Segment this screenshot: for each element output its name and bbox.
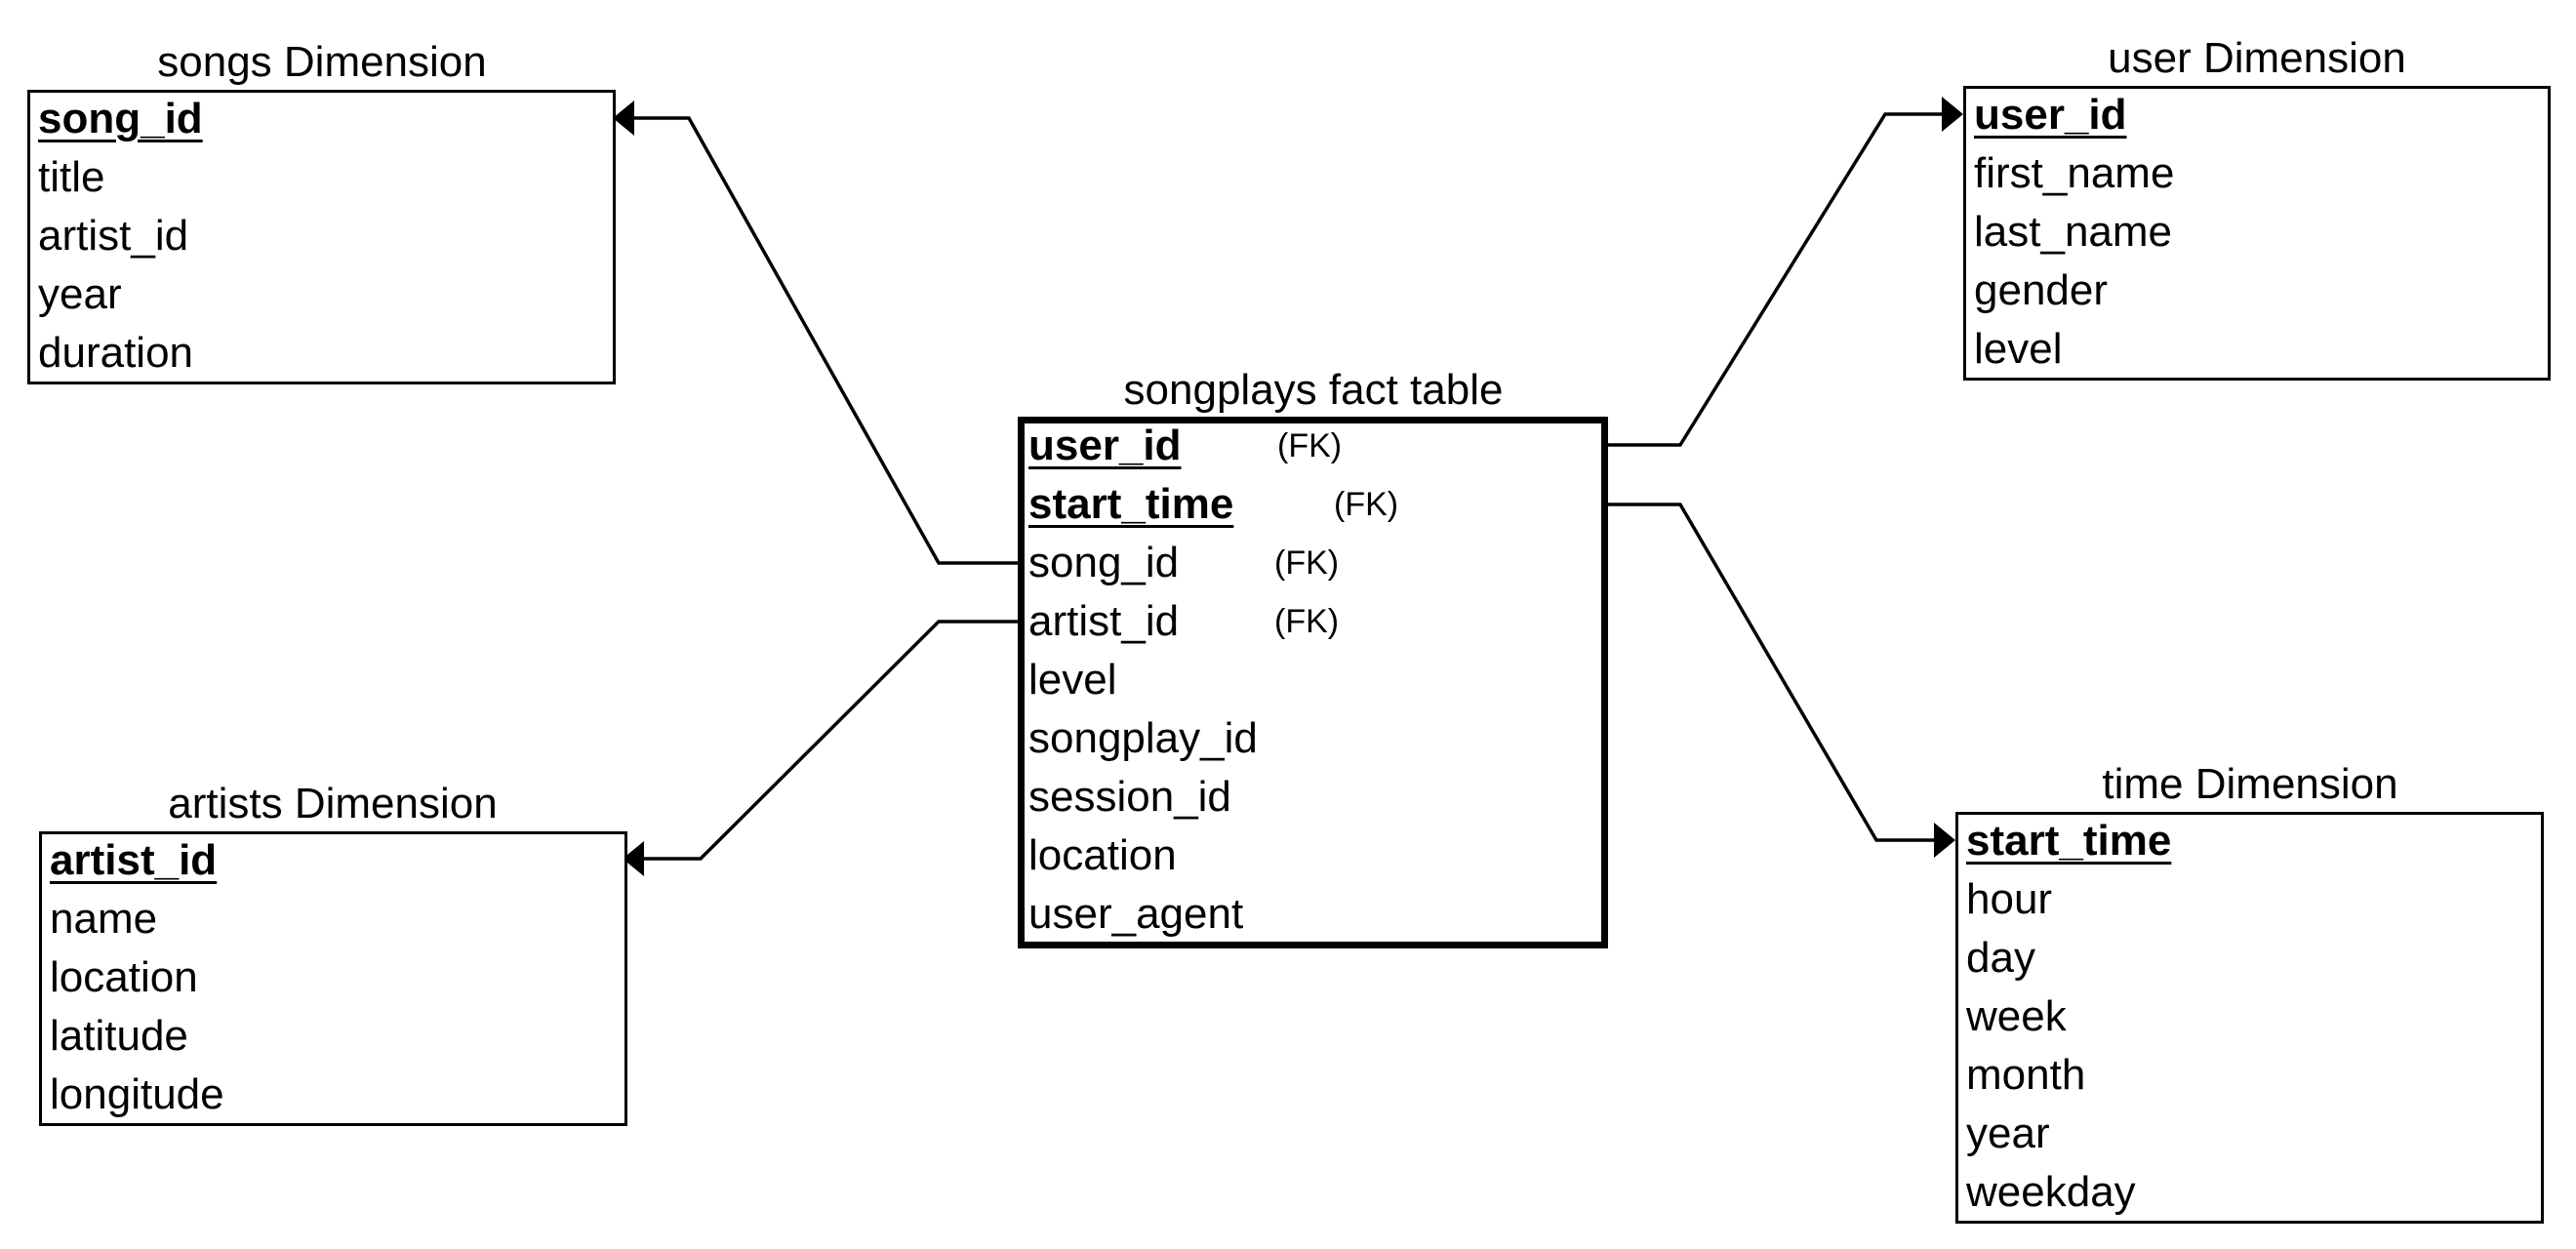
column-label: latitude bbox=[50, 1011, 188, 1060]
column-label: level bbox=[1974, 324, 2063, 373]
songplays-to-songs-connector bbox=[613, 101, 1018, 565]
column-label: first_name bbox=[1974, 148, 2175, 197]
songs-column-song-id: song_id bbox=[38, 90, 203, 148]
column-label: month bbox=[1966, 1050, 2086, 1099]
songplays-column-location: location bbox=[1028, 826, 1177, 885]
songs-column-duration: duration bbox=[38, 324, 193, 383]
column-label: session_id bbox=[1028, 773, 1231, 821]
column-label: longitude bbox=[50, 1069, 224, 1118]
column-label: song_id bbox=[1028, 539, 1180, 586]
column-label: location bbox=[50, 952, 198, 1001]
songplays-table: user_id(FK)start_time(FK)song_id(FK)arti… bbox=[1018, 417, 1608, 948]
user-table-title: user Dimension bbox=[2108, 34, 2406, 82]
column-label: week bbox=[1966, 991, 2067, 1040]
time-column-start-time: start_time bbox=[1966, 812, 2171, 870]
arrowhead-icon bbox=[1942, 97, 1963, 132]
column-label: gender bbox=[1974, 265, 2109, 314]
column-label: title bbox=[38, 152, 105, 201]
artists-column-name: name bbox=[50, 890, 157, 948]
foreign-key-marker: (FK) bbox=[1274, 544, 1340, 582]
songplays-column-user-agent: user_agent bbox=[1028, 885, 1243, 944]
arrowhead-icon bbox=[613, 101, 634, 136]
user-column-gender: gender bbox=[1974, 262, 2108, 320]
time-column-year: year bbox=[1966, 1105, 2050, 1163]
column-label: artist_id bbox=[1028, 597, 1180, 645]
user-column-level: level bbox=[1974, 320, 2063, 379]
user-column-first-name: first_name bbox=[1974, 144, 2174, 203]
artists-column-latitude: latitude bbox=[50, 1007, 188, 1066]
column-label: year bbox=[38, 269, 122, 318]
connector-line bbox=[644, 620, 1018, 861]
foreign-key-marker: (FK) bbox=[1334, 486, 1399, 523]
time-column-week: week bbox=[1966, 987, 2067, 1046]
songplays-column-start-time: start_time (FK) bbox=[1028, 475, 1398, 534]
songplays-column-user-id: user_id (FK) bbox=[1028, 417, 1342, 475]
time-column-day: day bbox=[1966, 929, 2035, 987]
column-label: last_name bbox=[1974, 207, 2173, 256]
column-label: day bbox=[1966, 933, 2035, 982]
foreign-key-marker: (FK) bbox=[1274, 603, 1340, 640]
connector-line bbox=[1608, 503, 1937, 842]
songs-column-year: year bbox=[38, 265, 122, 324]
primary-key-label: song_id bbox=[38, 94, 203, 142]
column-label: hour bbox=[1966, 874, 2053, 923]
arrowhead-icon bbox=[623, 841, 644, 876]
foreign-key-marker: (FK) bbox=[1277, 427, 1343, 464]
artists-column-location: location bbox=[50, 948, 198, 1007]
user-column-last-name: last_name bbox=[1974, 203, 2172, 262]
songplays-column-song-id: song_id (FK) bbox=[1028, 534, 1339, 592]
songplays-column-level: level bbox=[1028, 651, 1117, 709]
primary-key-label: artist_id bbox=[50, 835, 218, 884]
connector-line bbox=[634, 116, 1018, 565]
songplays-to-time-connector bbox=[1608, 503, 1955, 858]
column-label: duration bbox=[38, 328, 194, 377]
time-table-title: time Dimension bbox=[2102, 760, 2398, 808]
primary-key-label: start_time bbox=[1966, 816, 2172, 865]
artists-table-title: artists Dimension bbox=[168, 780, 498, 827]
column-label: artist_id bbox=[38, 211, 189, 260]
connector-line bbox=[1608, 112, 1944, 447]
arrowhead-icon bbox=[1934, 823, 1955, 858]
artists-column-artist-id: artist_id bbox=[50, 831, 217, 890]
songs-column-artist-id: artist_id bbox=[38, 207, 188, 265]
primary-key-label: start_time bbox=[1028, 480, 1234, 528]
songplays-column-songplay-id: songplay_id bbox=[1028, 709, 1258, 768]
column-label: weekday bbox=[1966, 1167, 2136, 1216]
songs-column-title: title bbox=[38, 148, 104, 207]
column-label: user_agent bbox=[1028, 890, 1244, 938]
primary-key-label: user_id bbox=[1028, 422, 1182, 469]
time-column-month: month bbox=[1966, 1046, 2085, 1105]
primary-key-label: user_id bbox=[1974, 90, 2127, 139]
time-column-hour: hour bbox=[1966, 870, 2052, 929]
songplays-to-user-connector bbox=[1608, 97, 1963, 447]
artists-column-longitude: longitude bbox=[50, 1066, 224, 1124]
user-column-user-id: user_id bbox=[1974, 86, 2127, 144]
column-label: location bbox=[1028, 831, 1177, 879]
songplays-column-artist-id: artist_id (FK) bbox=[1028, 592, 1339, 651]
songplays-table-title: songplays fact table bbox=[1123, 366, 1504, 414]
songplays-to-artists-connector bbox=[623, 620, 1018, 876]
column-label: songplay_id bbox=[1028, 714, 1258, 762]
songplays-column-session-id: session_id bbox=[1028, 768, 1231, 826]
time-column-weekday: weekday bbox=[1966, 1163, 2136, 1222]
column-label: year bbox=[1966, 1108, 2050, 1157]
column-label: level bbox=[1028, 656, 1117, 704]
column-label: name bbox=[50, 894, 158, 943]
songs-table-title: songs Dimension bbox=[157, 38, 487, 86]
